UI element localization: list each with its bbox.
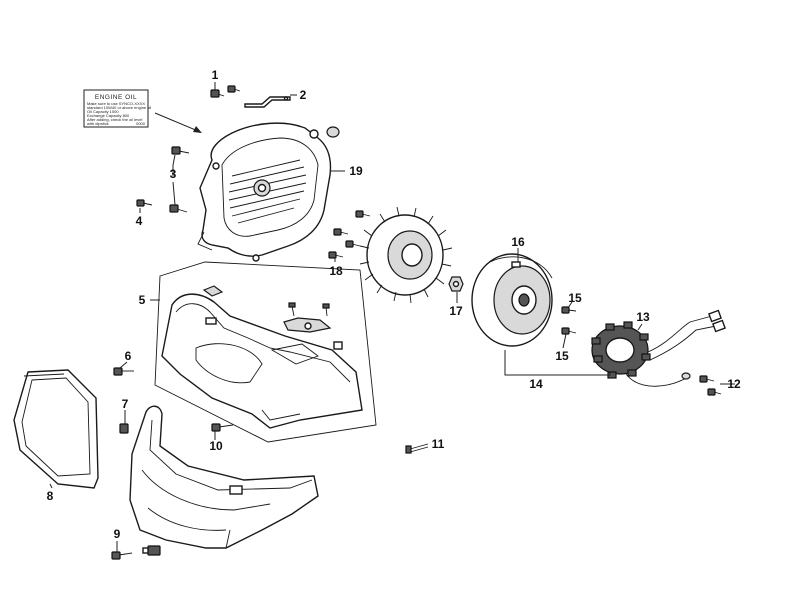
callout-number: 13 (636, 310, 650, 324)
callout-number: 2 (300, 88, 307, 102)
stator-coil-part (591, 321, 651, 379)
screw-icon (561, 327, 577, 335)
shroud-group-outline (154, 261, 377, 443)
callout-number: 4 (136, 214, 143, 228)
bolt-icon (405, 443, 429, 454)
callout-number: 15 (555, 349, 569, 363)
callout-number: 17 (449, 304, 463, 318)
oil-label-line: with dipstick (87, 121, 109, 126)
screw-icon (355, 210, 371, 218)
cooling-fan-part (359, 206, 453, 304)
bracket-part (244, 96, 291, 108)
bolt-icon (210, 89, 225, 98)
clip-icon (119, 423, 129, 434)
screw-icon (111, 551, 133, 560)
shroud-bracket (283, 317, 332, 333)
callout-number: 1 (212, 68, 219, 82)
flywheel-rotor-part (471, 253, 553, 347)
screw-icon (171, 146, 190, 155)
oil-label-line: Make sure to use SYNCO-XXXX (87, 101, 145, 106)
bolt-icon (227, 85, 241, 93)
screw-icon (699, 375, 715, 383)
callout-number: 7 (122, 397, 129, 411)
oil-label-line: standard 10W40 or above engine oil (87, 105, 151, 110)
nut-icon (448, 276, 464, 292)
leader-lines (49, 82, 735, 552)
clip-icon (142, 545, 161, 556)
callout-number: 10 (209, 439, 223, 453)
clip-icon (202, 285, 224, 297)
oil-label-code: 0000 (136, 121, 146, 126)
lower-shroud-part (129, 405, 319, 549)
screw-icon (136, 199, 153, 207)
callout-number: 5 (139, 293, 146, 307)
screw-icon (288, 302, 296, 317)
callout-number: 8 (47, 489, 54, 503)
screw-icon (707, 388, 722, 396)
oil-label-line: Oil Capacity 1000 (87, 109, 119, 114)
engine-oil-label: ENGINE OIL Make sure to use SYNCO-XXXX s… (83, 89, 151, 128)
oil-label-line: Exchange Capacity 800 (87, 113, 130, 118)
oil-label-title: ENGINE OIL (95, 94, 137, 101)
callout-number: 16 (511, 235, 525, 249)
fan-cover-part (197, 122, 332, 262)
callout-number: 19 (349, 164, 363, 178)
screw-icon (328, 251, 344, 259)
callout-number: 11 (432, 437, 445, 451)
screw-icon (561, 306, 577, 314)
gasket-frame-part (13, 369, 99, 489)
stator-wiring (625, 309, 726, 387)
screw-icon (322, 303, 330, 317)
callout-number: 3 (170, 167, 177, 181)
callout-number: 18 (329, 264, 343, 278)
screw-icon (169, 204, 188, 213)
label-arrow (154, 112, 202, 133)
callout-number: 6 (125, 349, 132, 363)
callout-number: 14 (529, 377, 543, 391)
screw-icon (333, 228, 349, 236)
cover-plug (326, 126, 340, 138)
screw-icon (211, 423, 234, 432)
callout-number: 9 (114, 527, 121, 541)
fan-blades (359, 206, 453, 304)
oil-label-line: After adding, check the oil level (87, 117, 142, 122)
callout-number: 15 (568, 291, 582, 305)
engine-shroud-part (161, 293, 363, 429)
screw-icon (113, 367, 134, 376)
callout-numbers: 1 2 3 4 5 6 7 8 9 10 11 12 13 14 15 15 1… (47, 68, 741, 541)
screw-icon (345, 240, 361, 248)
callout-number: 12 (727, 377, 741, 391)
